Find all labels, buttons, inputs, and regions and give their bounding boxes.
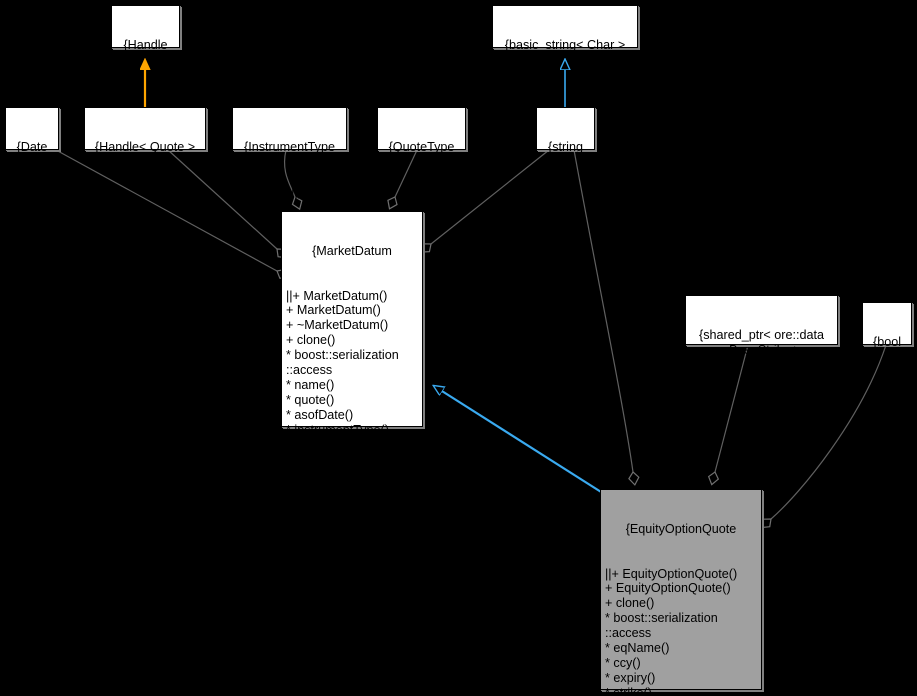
class-closer: ||}: [291, 184, 302, 199]
class-closer: ||}: [423, 184, 434, 199]
class-title: {Handle< Quote >: [94, 139, 196, 154]
class-closer: }: [356, 497, 362, 512]
class-closer: ||}: [147, 82, 158, 97]
class-title: {QuoteType: [388, 139, 455, 154]
class-node-equity-option-quote[interactable]: {EquityOptionQuote ||+ EquityOptionQuote…: [600, 489, 762, 696]
class-member: * eqName(): [605, 641, 670, 656]
class-title: {shared_ptr< ore::data ::BaseStrike >: [699, 327, 824, 357]
class-member: * name(): [286, 377, 335, 392]
class-members: ||+ EquityOptionQuote()+ EquityOptionQuo…: [603, 567, 759, 696]
class-closer: ||}: [566, 82, 578, 97]
class-title: {InstrumentType: [243, 139, 335, 154]
class-member: * ccy(): [605, 655, 641, 670]
class-closer: ||}: [33, 184, 45, 199]
class-title: {EquityOptionQuote: [625, 521, 737, 536]
class-member: * boost::serialization: [286, 348, 399, 363]
class-title: {MarketDatum: [312, 243, 392, 258]
class-node-string[interactable]: {string ||}: [536, 107, 595, 199]
class-member: ||+ EquityOptionQuote(): [605, 566, 738, 581]
edge-eqoptquote-to-marketdatum: [434, 386, 621, 505]
class-node-market-datum[interactable]: {MarketDatum ||+ MarketDatum()+ MarketDa…: [281, 211, 423, 511]
class-member: ||+ MarketDatum(): [286, 288, 388, 303]
class-member: + clone(): [286, 333, 336, 348]
class-member: * strike(): [605, 685, 652, 696]
class-member: + MarketDatum(): [286, 303, 381, 318]
class-title: {basic_string< Char >: [504, 37, 626, 52]
class-members: ||+ MarketDatum()+ MarketDatum()+ ~Marke…: [284, 289, 420, 468]
class-closer: ||}: [888, 379, 900, 394]
class-closer: ||}: [763, 387, 774, 402]
class-node-bool[interactable]: {bool ||}: [862, 302, 912, 394]
class-member: ::access: [286, 363, 333, 378]
class-closer: ||}: [567, 184, 578, 199]
class-node-instrument-type[interactable]: {InstrumentType ||}: [232, 107, 347, 199]
class-node-date[interactable]: {Date ||}: [5, 107, 59, 199]
class-member: * quoteType(): [286, 437, 362, 452]
class-member: * quote(): [286, 392, 335, 407]
class-node-handle[interactable]: {Handle ||}: [111, 5, 180, 97]
class-member: * boost::serialization: [605, 611, 718, 626]
class-member: + EquityOptionQuote(): [605, 581, 731, 596]
class-node-basic-string[interactable]: {basic_string< Char > ||}: [492, 5, 638, 97]
class-member: * instrumentType(): [286, 422, 389, 437]
class-title: {Handle: [123, 37, 168, 52]
class-node-handle-quote[interactable]: {Handle< Quote > ||}: [84, 107, 206, 199]
class-member: ::access: [605, 626, 652, 641]
class-title: {Date: [16, 139, 48, 154]
class-member: + clone(): [605, 596, 655, 611]
class-closer: ||}: [146, 184, 158, 199]
class-member: + ~MarketDatum(): [286, 318, 389, 333]
class-member: * expiry(): [605, 670, 656, 685]
class-title: {string: [547, 139, 583, 154]
class-title: {bool: [872, 334, 902, 349]
class-node-quote-type[interactable]: {QuoteType ||}: [377, 107, 466, 199]
class-member: * serialize(): [286, 452, 349, 467]
class-member: * asofDate(): [286, 407, 354, 422]
class-node-shared-ptr-basestrike[interactable]: {shared_ptr< ore::data ::BaseStrike > ||…: [685, 295, 838, 401]
